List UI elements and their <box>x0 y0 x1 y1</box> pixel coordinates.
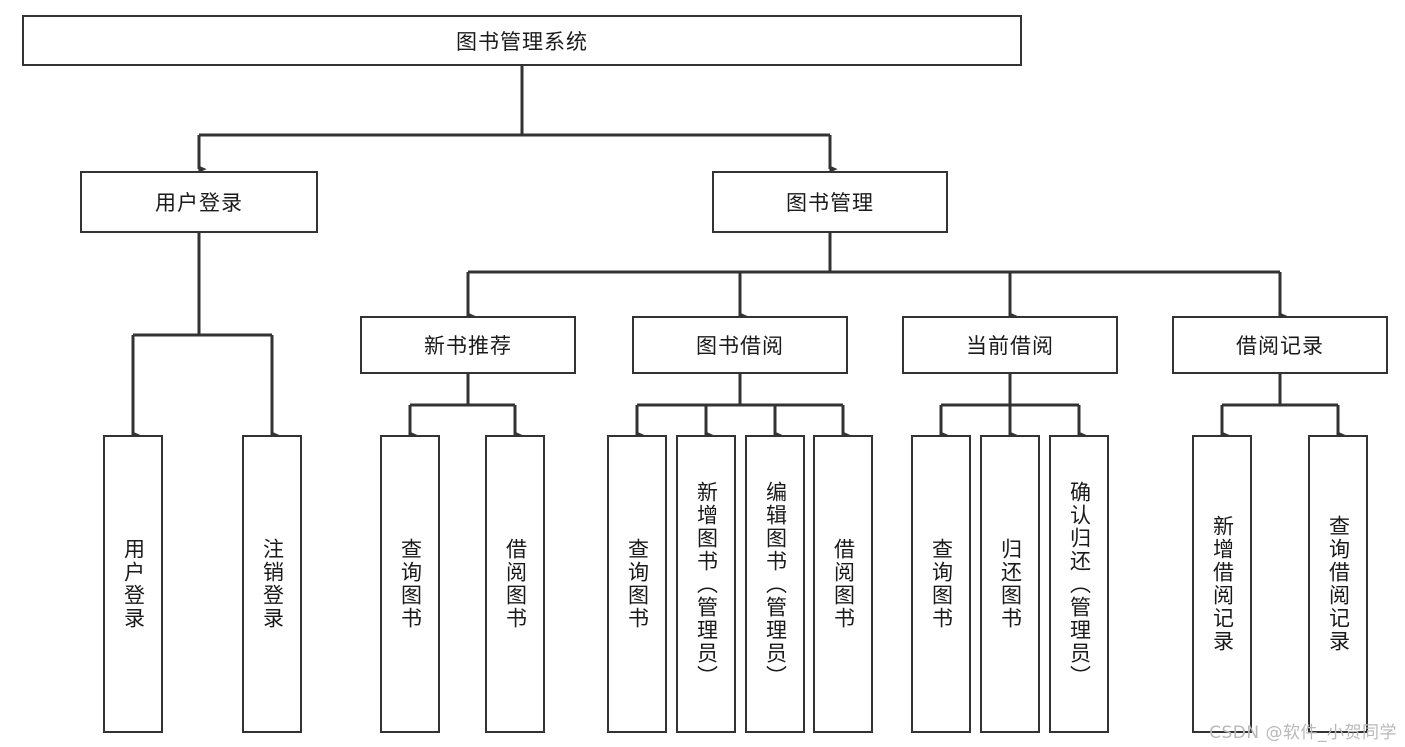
node-current-borrow[interactable]: 当前借阅 <box>902 316 1118 374</box>
node-label: 注销登录 <box>260 538 285 630</box>
node-new-book-recommend[interactable]: 新书推荐 <box>360 316 576 374</box>
node-label: 图书管理系统 <box>456 29 588 54</box>
leaf-user-login[interactable]: 用户登录 <box>103 435 163 733</box>
node-user-login[interactable]: 用户登录 <box>80 171 318 233</box>
node-label: 查询图书 <box>625 538 650 630</box>
node-label: 新书推荐 <box>424 334 512 358</box>
node-label: 查询借阅记录 <box>1326 515 1351 653</box>
node-label: 用户登录 <box>155 191 243 215</box>
node-label: 图书借阅 <box>696 334 784 358</box>
leaf-record-add[interactable]: 新增借阅记录 <box>1192 435 1252 733</box>
node-root-system[interactable]: 图书管理系统 <box>22 15 1022 66</box>
node-label: 用户登录 <box>121 538 146 630</box>
leaf-borrow-edit[interactable]: 编辑图书（管理员） <box>745 435 805 733</box>
node-label: 新增借阅记录 <box>1210 515 1235 653</box>
leaf-borrow-query[interactable]: 查询图书 <box>607 435 667 733</box>
node-borrow-record[interactable]: 借阅记录 <box>1172 316 1388 374</box>
node-label: 查询图书 <box>398 538 423 630</box>
leaf-recommend-borrow[interactable]: 借阅图书 <box>485 435 545 733</box>
node-book-manage[interactable]: 图书管理 <box>712 171 948 233</box>
leaf-borrow-lend[interactable]: 借阅图书 <box>813 435 873 733</box>
leaf-user-logout[interactable]: 注销登录 <box>242 435 302 733</box>
leaf-current-query[interactable]: 查询图书 <box>911 435 971 733</box>
leaf-recommend-query[interactable]: 查询图书 <box>380 435 440 733</box>
leaf-record-query[interactable]: 查询借阅记录 <box>1308 435 1368 733</box>
node-label: 编辑图书（管理员） <box>763 480 788 688</box>
node-label: 新增图书（管理员） <box>694 480 719 688</box>
node-label: 当前借阅 <box>966 334 1054 358</box>
node-label: 借阅图书 <box>503 538 528 630</box>
node-label: 借阅图书 <box>831 538 856 630</box>
leaf-current-confirm[interactable]: 确认归还（管理员） <box>1049 435 1109 733</box>
node-label: 查询图书 <box>929 538 954 630</box>
csdn-watermark: CSDN @软件_小贺同学 <box>1209 723 1397 743</box>
node-label: 归还图书 <box>998 538 1023 630</box>
node-book-borrow[interactable]: 图书借阅 <box>632 316 848 374</box>
leaf-current-return[interactable]: 归还图书 <box>980 435 1040 733</box>
leaf-borrow-add[interactable]: 新增图书（管理员） <box>676 435 736 733</box>
node-label: 确认归还（管理员） <box>1067 480 1092 688</box>
node-label: 图书管理 <box>786 191 874 215</box>
node-label: 借阅记录 <box>1236 334 1324 358</box>
